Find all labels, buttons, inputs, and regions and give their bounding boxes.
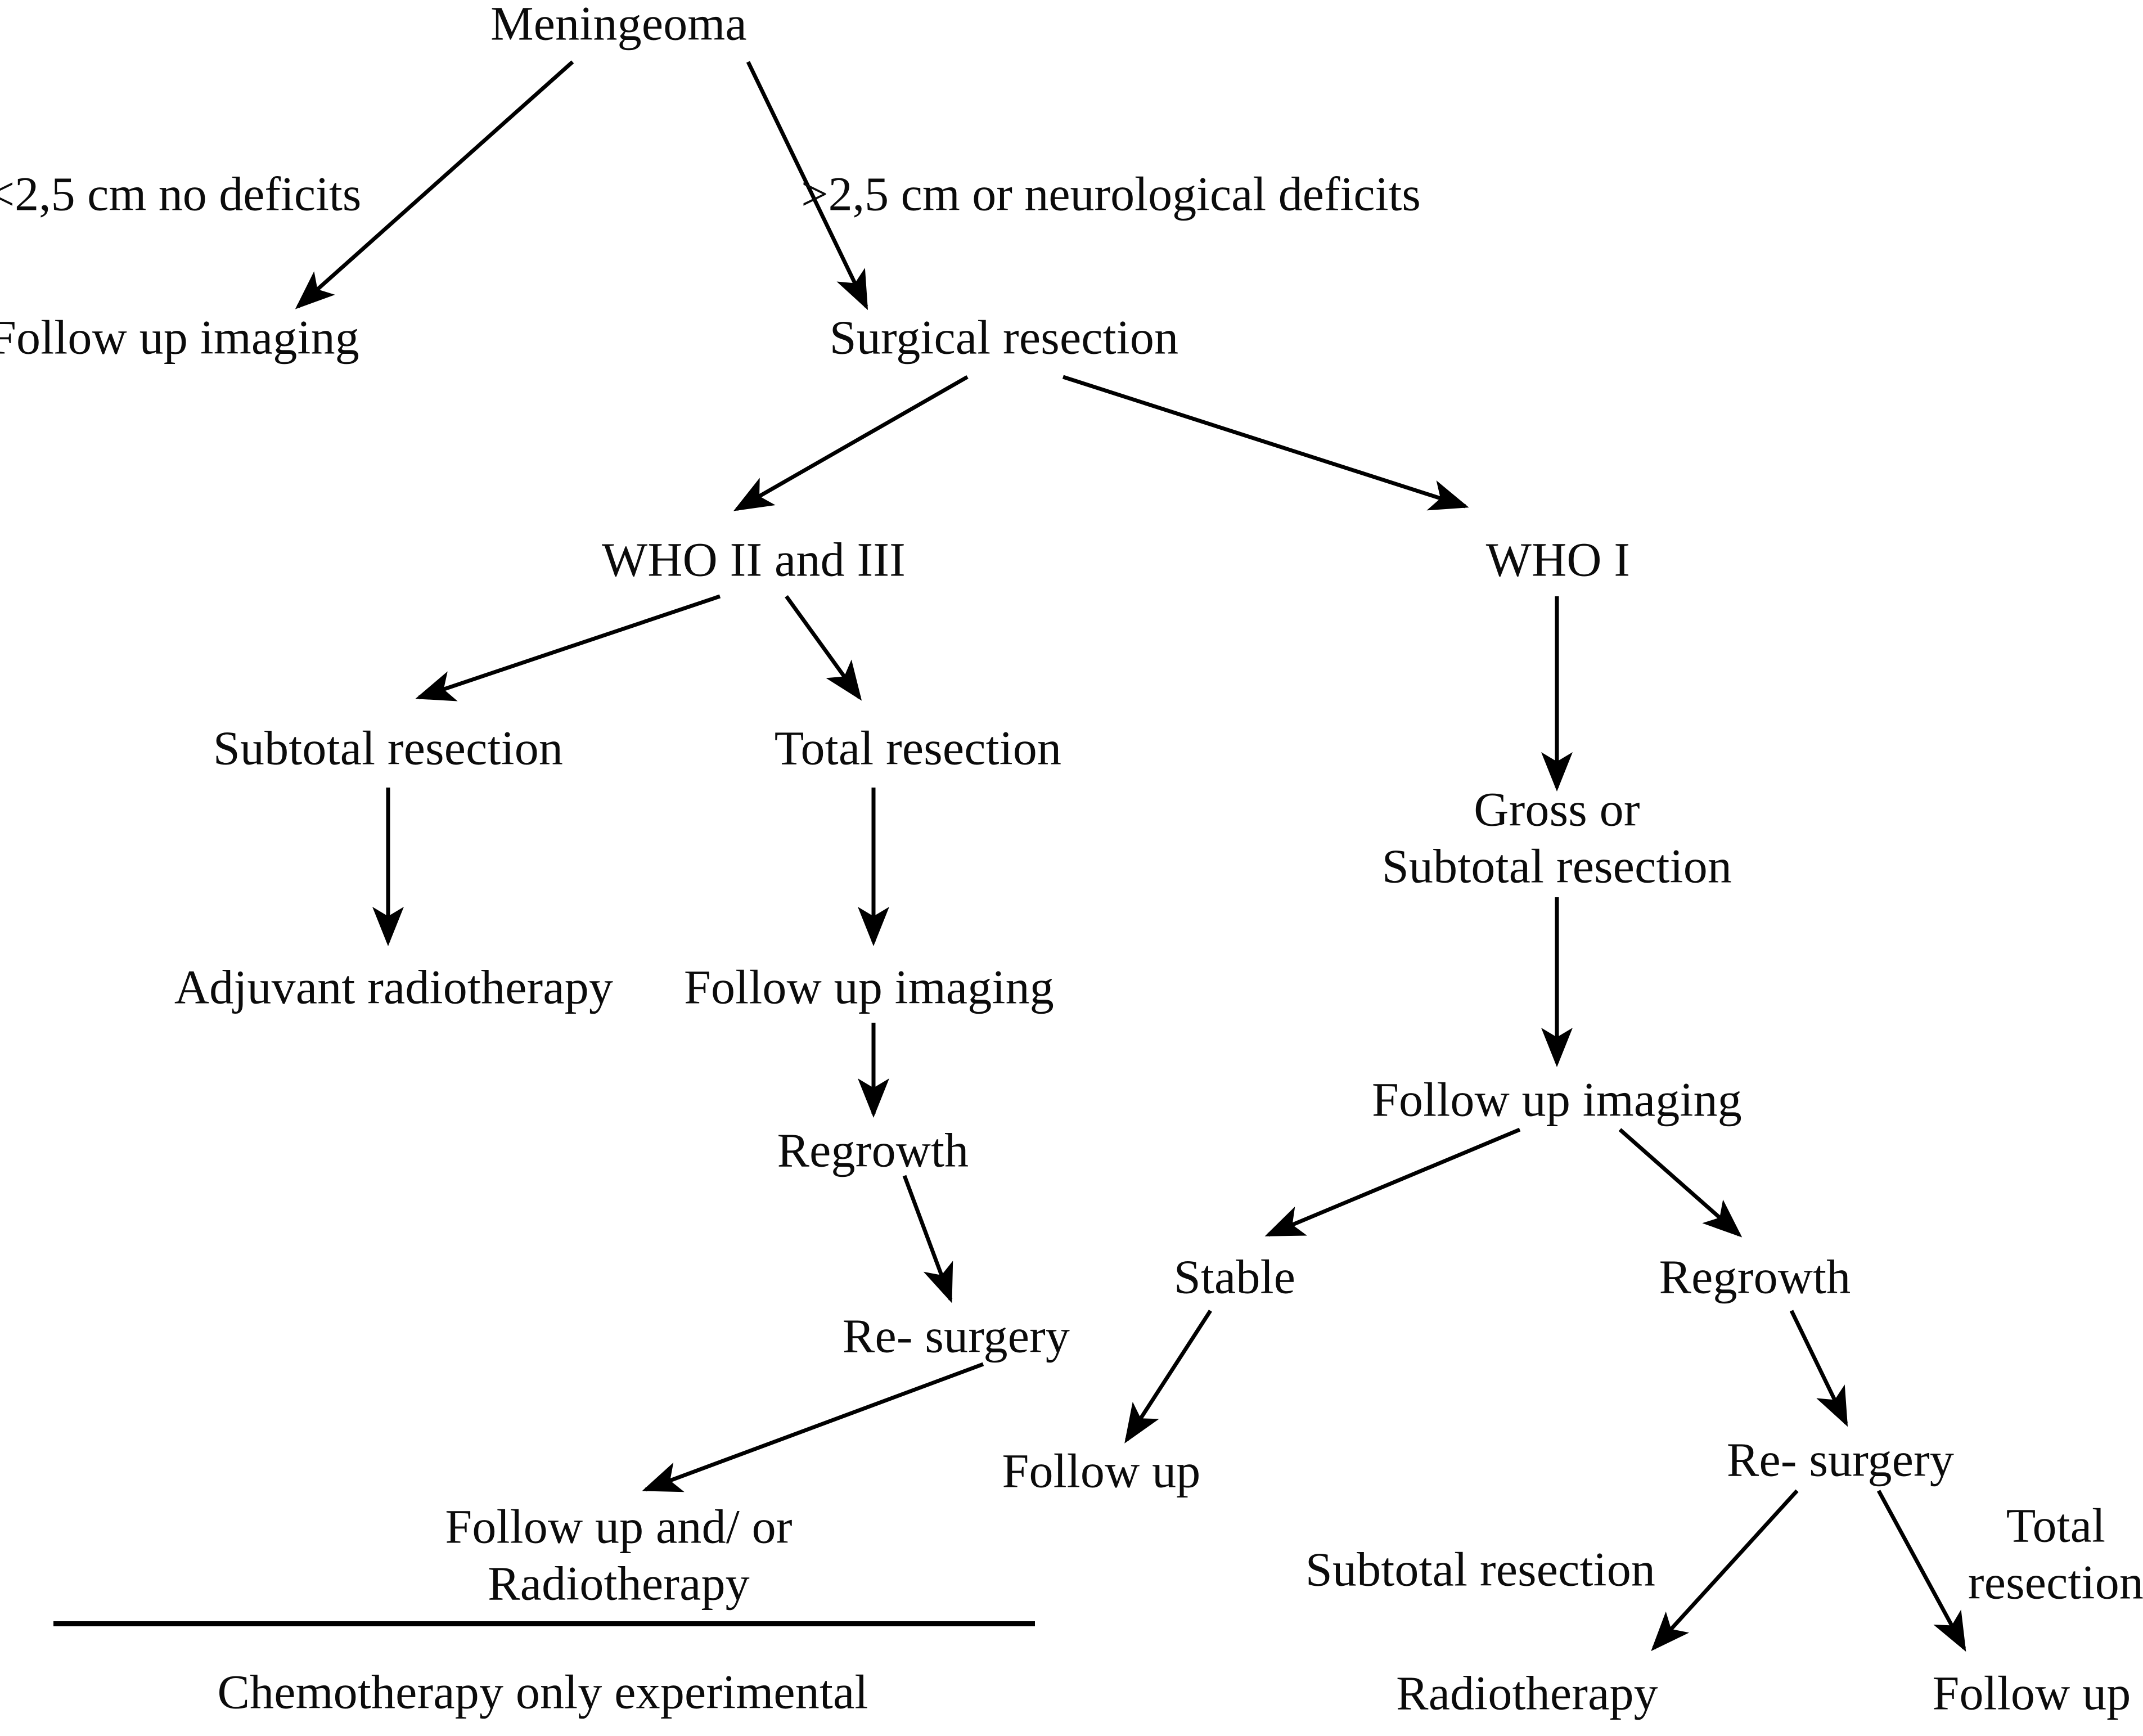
- node-who-ii-and-iii: WHO II and III: [601, 532, 906, 587]
- edge-re-surgery-2-to-follow-up-2: [1876, 1490, 1966, 1652]
- edge-label-large-or-deficits: >2,5 cm or neurological deficits: [801, 167, 1421, 221]
- node-subtotal-resection-1: Subtotal resection: [213, 721, 564, 775]
- node-total-resection: Total resection: [774, 721, 1062, 775]
- node-meningeoma: Meningeoma: [490, 0, 747, 51]
- node-regrowth-2: Regrowth: [1659, 1249, 1851, 1304]
- edge-who-ii-iii-to-total: [785, 595, 862, 701]
- edge-re-surgery-1-to-follow-up-rt: [642, 1362, 984, 1492]
- node-radiotherapy: Radiotherapy: [1396, 1666, 1658, 1720]
- node-total-resection-2: Total resection: [1968, 1498, 2143, 1609]
- node-adjuvant-radiotherapy: Adjuvant radiotherapy: [174, 960, 614, 1014]
- edge-label-small-no-deficits: <2,5 cm no deficits: [0, 167, 362, 221]
- node-who-i: WHO I: [1485, 532, 1631, 587]
- node-follow-up-2: Follow up: [1932, 1666, 2131, 1720]
- node-regrowth-1: Regrowth: [777, 1123, 969, 1177]
- node-chemotherapy-note: Chemotherapy only experimental: [217, 1665, 868, 1719]
- node-gross-or-subtotal: Gross or Subtotal resection: [1381, 782, 1732, 893]
- node-re-surgery-2: Re- surgery: [1726, 1432, 1955, 1487]
- edge-follow-up-imaging-3-to-stable: [1264, 1127, 1521, 1237]
- node-stable: Stable: [1173, 1249, 1296, 1304]
- chemotherapy-divider: [53, 1621, 1035, 1626]
- edge-surgical-to-who-ii-iii: [733, 375, 969, 511]
- node-follow-up-imaging-3: Follow up imaging: [1372, 1072, 1742, 1127]
- node-follow-up-imaging-2: Follow up imaging: [684, 960, 1054, 1014]
- node-follow-up-1: Follow up: [1002, 1443, 1201, 1498]
- edge-regrowth-1-to-re-surgery-1: [902, 1175, 953, 1303]
- edge-who-ii-iii-to-subtotal: [415, 594, 721, 701]
- node-re-surgery-1: Re- surgery: [842, 1308, 1070, 1363]
- node-surgical-resection: Surgical resection: [829, 310, 1179, 365]
- edge-follow-up-imaging-3-to-regrowth-2: [1618, 1128, 1743, 1238]
- edge-stable-to-follow-up-1: [1124, 1310, 1212, 1443]
- edge-regrowth-2-to-re-surgery-2: [1789, 1310, 1848, 1427]
- edge-re-surgery-2-to-radiotherapy: [1651, 1489, 1799, 1652]
- node-follow-up-and-or-rt: Follow up and/ or Radiotherapy: [445, 1499, 793, 1611]
- edge-surgical-to-who-i: [1062, 375, 1469, 511]
- node-follow-up-imaging-1: Follow up imaging: [0, 310, 359, 365]
- node-subtotal-resection-2: Subtotal resection: [1305, 1542, 1656, 1596]
